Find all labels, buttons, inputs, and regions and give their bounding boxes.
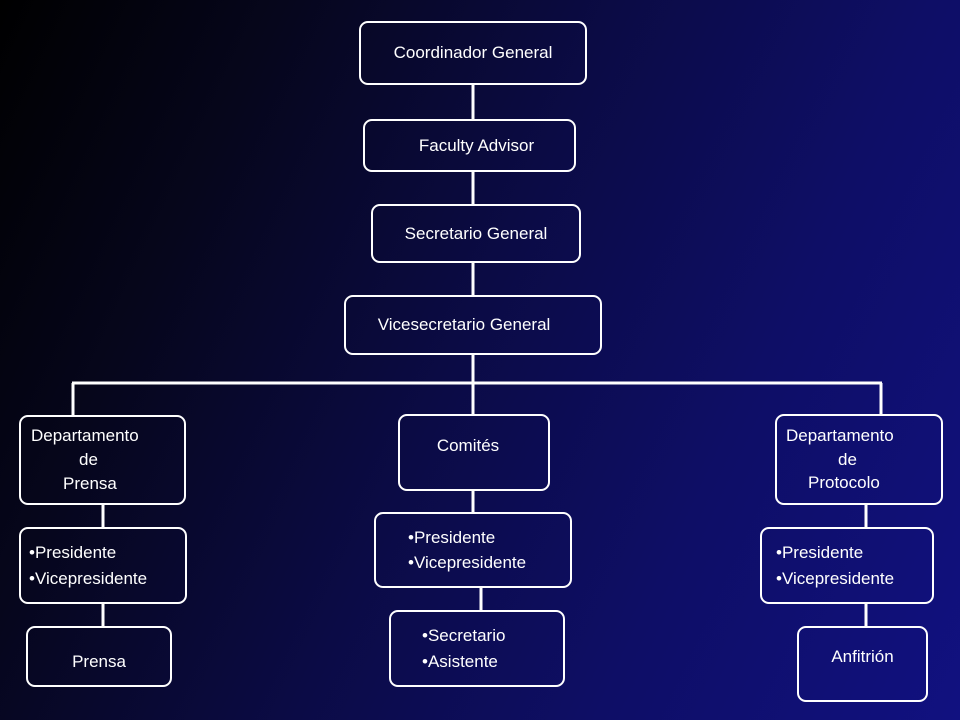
committees-staff-box: Secretario Asistente: [389, 610, 565, 687]
press-unit-box: Prensa: [26, 626, 172, 687]
press-department-line-1: Departamento: [31, 426, 139, 446]
press-officer-vice-president: Vicepresidente: [29, 566, 185, 592]
protocol-department-box: Departamento de Protocolo: [775, 414, 943, 505]
vice-secretary-general-label: Vicesecretario General: [377, 315, 551, 335]
committees-staff-assistant: Asistente: [422, 649, 563, 675]
protocol-officer-vice-president: Vicepresidente: [776, 566, 932, 592]
press-officer-president: Presidente: [29, 540, 185, 566]
protocol-officers-box: Presidente Vicepresidente: [760, 527, 934, 604]
committees-box: Comités: [398, 414, 550, 491]
coordinator-box: Coordinador General: [359, 21, 587, 85]
protocol-unit-label: Anfitrión: [831, 647, 894, 667]
committees-officers-box: Presidente Vicepresidente: [374, 512, 572, 588]
press-department-line-3: Prensa: [63, 473, 117, 493]
committees-officer-vice-president: Vicepresidente: [408, 550, 570, 576]
secretary-general-label: Secretario General: [404, 223, 548, 243]
press-unit-label: Prensa: [72, 651, 126, 671]
protocol-department-line-3: Protocolo: [808, 473, 880, 493]
protocol-department-line-2: de: [838, 449, 857, 469]
advisor-label: Faculty Advisor: [418, 135, 535, 155]
vice-secretary-general-box: Vicesecretario General: [344, 295, 602, 355]
protocol-officer-president: Presidente: [776, 540, 932, 566]
committees-officer-president: Presidente: [408, 525, 570, 551]
press-department-box: Departamento de Prensa: [19, 415, 186, 505]
coordinator-label: Coordinador General: [393, 43, 553, 63]
advisor-box: Faculty Advisor: [363, 119, 576, 172]
press-department-line-2: de: [79, 450, 98, 470]
protocol-department-line-1: Departamento: [786, 425, 894, 445]
secretary-general-box: Secretario General: [371, 204, 581, 263]
press-officers-box: Presidente Vicepresidente: [19, 527, 187, 604]
committees-label: Comités: [436, 435, 500, 455]
committees-staff-secretary: Secretario: [422, 623, 563, 649]
protocol-unit-box: Anfitrión: [797, 626, 928, 702]
